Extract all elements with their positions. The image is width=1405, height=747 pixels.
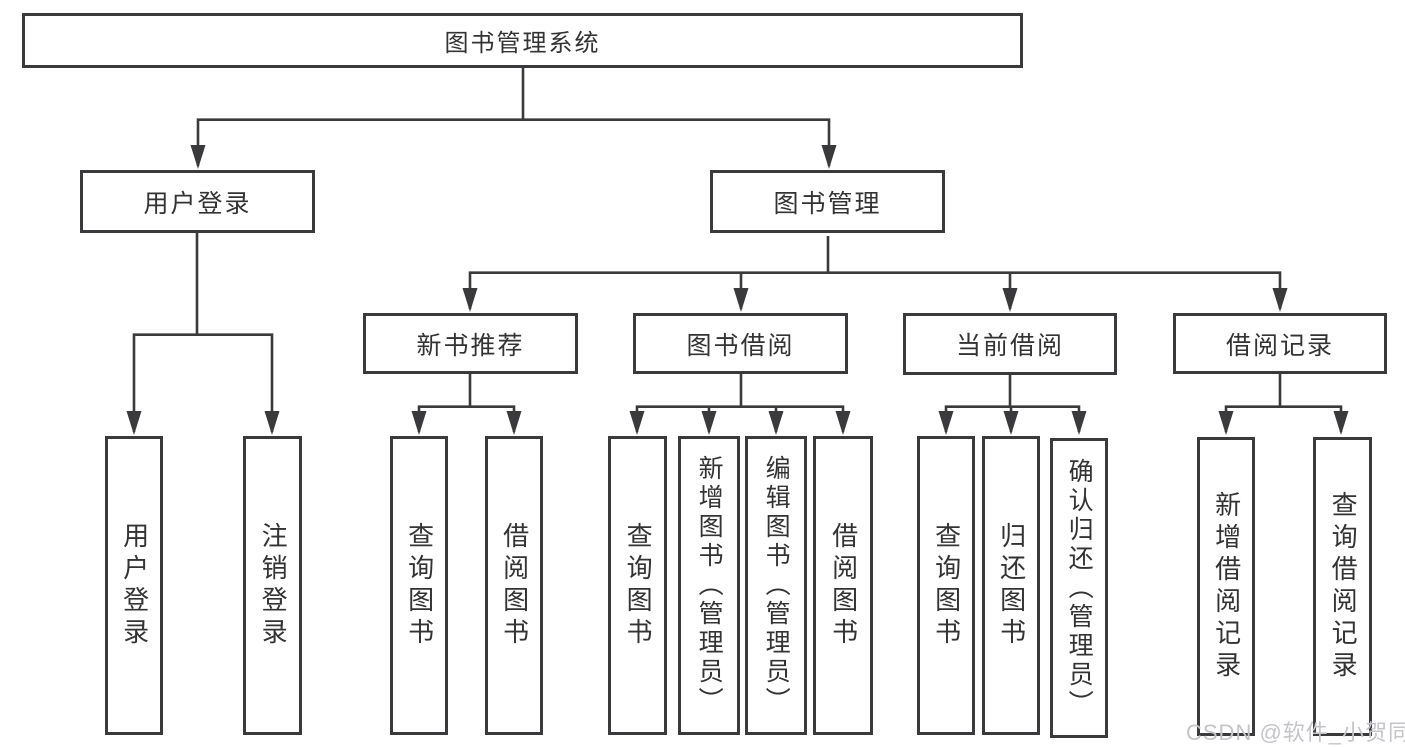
leaf-borrow-books-recommend: 借阅图书 xyxy=(485,436,543,735)
leaf-label: 确认归还（管理员） xyxy=(1065,457,1094,719)
node-label: 当前借阅 xyxy=(955,332,1064,360)
leaf-logout: 注销登录 xyxy=(243,436,302,735)
node-book-management: 图书管理 xyxy=(710,170,945,233)
leaf-query-books-current: 查询图书 xyxy=(917,436,975,735)
leaf-confirm-return-admin: 确认归还（管理员） xyxy=(1050,438,1108,738)
leaf-label: 新增借阅记录 xyxy=(1211,490,1242,683)
leaf-label: 查询图书 xyxy=(931,521,962,650)
node-label: 图书管理系统 xyxy=(444,30,601,57)
leaf-label: 查询图书 xyxy=(623,521,654,650)
leaf-query-books-borrow: 查询图书 xyxy=(608,436,667,735)
leaf-label: 查询图书 xyxy=(404,521,435,650)
leaf-borrow-books: 借阅图书 xyxy=(813,436,873,735)
node-label: 图书管理 xyxy=(773,189,882,218)
leaf-query-books-recommend: 查询图书 xyxy=(390,436,448,735)
node-current-borrow: 当前借阅 xyxy=(903,313,1117,375)
leaf-label: 查询借阅记录 xyxy=(1328,490,1359,683)
node-label: 图书借阅 xyxy=(686,331,795,360)
leaf-label: 借阅图书 xyxy=(828,521,859,650)
leaf-label: 注销登录 xyxy=(258,521,289,650)
leaf-edit-book-admin: 编辑图书（管理员） xyxy=(745,436,807,735)
node-label: 用户登录 xyxy=(143,189,252,218)
node-user-login: 用户登录 xyxy=(80,170,315,233)
leaf-label: 用户登录 xyxy=(119,521,150,650)
arrowheads xyxy=(126,145,1349,435)
leaf-return-books: 归还图书 xyxy=(982,436,1040,735)
leaf-label: 新增图书（管理员） xyxy=(695,455,724,716)
node-borrow-records: 借阅记录 xyxy=(1173,313,1387,374)
leaf-add-borrow-record: 新增借阅记录 xyxy=(1197,437,1255,736)
leaf-label: 编辑图书（管理员） xyxy=(762,455,791,716)
node-new-book-recommend: 新书推荐 xyxy=(363,313,578,374)
node-label: 新书推荐 xyxy=(416,331,525,360)
csdn-watermark: CSDN @软件_小贺同学 xyxy=(1186,720,1405,745)
node-book-borrow: 图书借阅 xyxy=(633,313,848,374)
leaf-label: 借阅图书 xyxy=(499,521,530,650)
node-library-management-system: 图书管理系统 xyxy=(22,13,1023,68)
leaf-query-borrow-record: 查询借阅记录 xyxy=(1313,437,1372,736)
node-label: 借阅记录 xyxy=(1225,331,1334,360)
leaf-label: 归还图书 xyxy=(996,521,1027,650)
leaf-user-login: 用户登录 xyxy=(105,436,163,735)
leaf-add-book-admin: 新增图书（管理员） xyxy=(678,436,740,735)
